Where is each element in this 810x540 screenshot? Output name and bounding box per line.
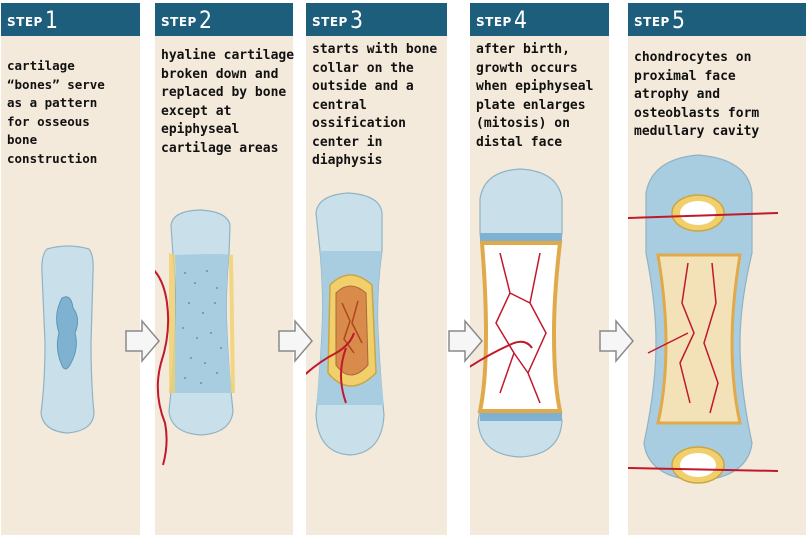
step-5-number: 5	[672, 6, 685, 34]
step-3-header: STEP 3	[306, 3, 447, 36]
right-arrow-icon	[448, 318, 483, 364]
step-3-label: STEP	[312, 15, 348, 29]
step-5-bone-model	[628, 154, 779, 484]
step-4-number: 4	[514, 6, 527, 34]
step-4-header: STEP 4	[470, 3, 609, 36]
step-3-number: 3	[350, 6, 363, 34]
right-arrow-icon	[599, 318, 634, 364]
step-5-header: STEP 5	[628, 3, 806, 36]
step-4-panel: STEP 4 after birth, growth occurs when e…	[470, 3, 609, 535]
step-4-description: after birth, growth occurs when epiphyse…	[476, 42, 594, 150]
right-arrow-icon	[278, 318, 313, 364]
step-5-label: STEP	[634, 15, 670, 29]
step-5-panel: STEP 5 chondrocytes on proximal face atr…	[628, 3, 806, 535]
step-1-description: cartilage “bones” serve as a pattern for…	[7, 58, 105, 166]
step-4-bone-model	[470, 168, 563, 458]
step-2-description: hyaline cartilage broken down and replac…	[161, 48, 295, 156]
step-1-header: STEP 1	[1, 3, 140, 36]
step-1-label: STEP	[7, 15, 43, 29]
step-2-panel: STEP 2 hyaline cartilage broken down and…	[155, 3, 295, 535]
step-2-bone-model	[155, 209, 235, 466]
step-1-cartilage-model	[40, 245, 95, 434]
step-1-number: 1	[45, 6, 58, 34]
step-4-label: STEP	[476, 15, 512, 29]
step-2-number: 2	[199, 6, 212, 34]
step-2-label: STEP	[161, 15, 197, 29]
step-1-panel: STEP 1 cartilage “bones” serve as a patt…	[1, 3, 140, 535]
step-3-panel: STEP 3 starts with bone collar on the ou…	[306, 3, 447, 535]
step-3-bone-model	[306, 192, 385, 456]
step-5-description: chondrocytes on proximal face atrophy an…	[634, 50, 760, 139]
step-2-header: STEP 2	[155, 3, 293, 36]
step-3-description: starts with bone collar on the outside a…	[312, 42, 438, 168]
right-arrow-icon	[125, 318, 160, 364]
